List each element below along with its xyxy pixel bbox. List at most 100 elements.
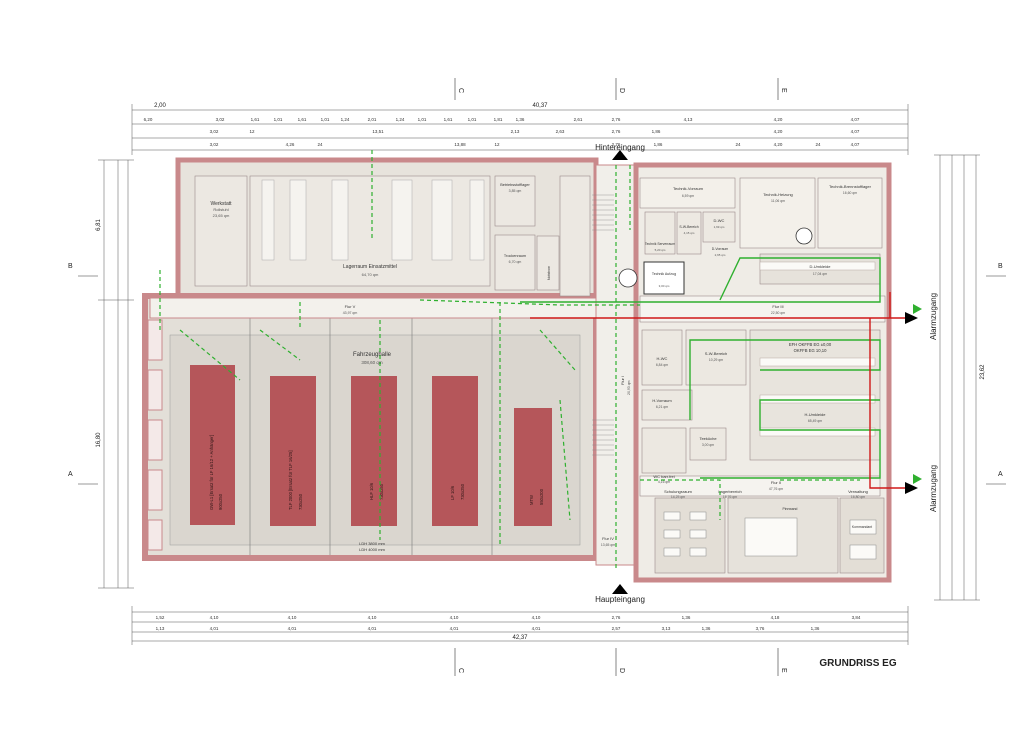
technik-vorraum-name: Technik-Vorraum bbox=[673, 186, 704, 191]
dim-top-r1-5: 1,61 bbox=[298, 117, 307, 122]
escape-route-hall-diag bbox=[179, 329, 576, 521]
desk-2 bbox=[663, 529, 681, 539]
tank-circle bbox=[795, 227, 813, 245]
alarmzugang-lower: Alarmzugang bbox=[929, 465, 938, 512]
verwaltung-name: Verwaltung bbox=[848, 489, 868, 494]
main-entrance-arrow bbox=[612, 584, 628, 594]
aufzug-room bbox=[643, 261, 685, 295]
betriebsstoff-area: 3,85 qm bbox=[509, 189, 522, 193]
flur-v-name: Flur V bbox=[345, 304, 356, 309]
shelf-1 bbox=[261, 179, 275, 261]
umkleide-lockers bbox=[759, 261, 876, 437]
dim-bottom-total: 42,37 bbox=[512, 635, 528, 641]
section-mark-top-c: C bbox=[457, 88, 464, 93]
dim-left-upper: 6,81 bbox=[96, 219, 102, 231]
technik-brennstoff-room bbox=[817, 177, 883, 249]
alarm-route-lower bbox=[869, 318, 905, 489]
flur-ii-room bbox=[639, 475, 881, 497]
dim-top-r3-6: 1,86 bbox=[654, 142, 663, 147]
dim-top-r1-8: 2,01 bbox=[368, 117, 377, 122]
dim-top-r1-15: 2,61 bbox=[574, 117, 583, 122]
sw-bereich-h-area: 10,29 qm bbox=[709, 358, 723, 362]
desk-admin-1 bbox=[849, 519, 877, 535]
dim-top-r1-7: 1,24 bbox=[341, 117, 350, 122]
betriebsstoff-name: Betriebsstofflager bbox=[500, 183, 530, 187]
h-umkleide-area: 65,49 qm bbox=[808, 419, 822, 423]
shelf-4 bbox=[391, 179, 413, 261]
desk-5 bbox=[689, 529, 707, 539]
dim-bot-r1-8: 4,18 bbox=[771, 615, 780, 620]
dim-top-r2-8: 4,07 bbox=[851, 129, 860, 134]
technik-aufzug-area: 3,00 qm bbox=[659, 284, 670, 288]
dim-top-r1-0: 6,20 bbox=[144, 117, 153, 122]
escape-route-werkstatt bbox=[371, 150, 640, 306]
hall-window-1 bbox=[147, 319, 163, 361]
dim-bot-r1-9: 3,84 bbox=[852, 615, 861, 620]
dim-top-r1-12: 1,01 bbox=[468, 117, 477, 122]
conference-table bbox=[744, 517, 798, 557]
dim-bot-r1-1: 4,10 bbox=[210, 615, 219, 620]
desk-4 bbox=[689, 511, 707, 521]
d-umkleide-name: D-Umkleide bbox=[810, 264, 832, 269]
trocken-name: Trockenraum bbox=[504, 254, 526, 258]
flur-ii-name: Flur II bbox=[771, 480, 781, 485]
technik-vorraum-area: 6,59 qm bbox=[682, 194, 694, 198]
eph-area: OKFFB EG 10,10 bbox=[794, 348, 827, 353]
escape-routes bbox=[159, 150, 860, 570]
locker-row-3 bbox=[759, 427, 876, 437]
betriebsstoff-room bbox=[494, 175, 536, 227]
vehicle-gw-l1 bbox=[190, 365, 235, 525]
section-mark-right-a: A bbox=[998, 471, 1003, 478]
dim-top-r3-2: 24 bbox=[317, 142, 323, 147]
lager-area: 64,70 qm bbox=[362, 272, 379, 277]
section-lines-right bbox=[986, 275, 1006, 485]
section-mark-left-b: B bbox=[68, 263, 73, 270]
dim-bot-r2-3: 4,01 bbox=[368, 626, 377, 631]
technik-heizung-area: 11,06 qm bbox=[771, 199, 785, 203]
flur-i-name: Flur I bbox=[620, 376, 625, 385]
hall-columns bbox=[249, 302, 493, 555]
dim-bottom-row2: 1,13 4,01 4,01 4,01 4,01 4,01 2,57 3,13 … bbox=[156, 626, 820, 631]
werkstatt-use: Rollstuhl bbox=[213, 207, 228, 212]
technik-server-name: Technik Serverraum bbox=[645, 242, 675, 246]
h-wc-area: 6,84 qm bbox=[656, 363, 668, 367]
alarm-routes bbox=[530, 292, 905, 489]
sw-bereich-d-area: 4,15 qm bbox=[684, 231, 695, 235]
main-entrance-label: Haupteingang bbox=[595, 595, 645, 604]
dim-top-r3-1: 4,26 bbox=[286, 142, 295, 147]
dim-top-r2-4: 2,63 bbox=[556, 129, 565, 134]
vehicle-lf bbox=[432, 376, 478, 526]
werkstatt-name: Werkstatt bbox=[210, 201, 232, 207]
dim-top-r3-9: 24 bbox=[815, 142, 821, 147]
shelf-6 bbox=[469, 179, 485, 261]
h-wc-name: H-WC bbox=[657, 356, 668, 361]
h-wc-room bbox=[641, 329, 683, 386]
teekueche-name: Teeküche bbox=[699, 436, 717, 441]
dimension-lines-top bbox=[131, 104, 909, 155]
section-mark-left-a: A bbox=[68, 471, 73, 478]
locker-row-2 bbox=[759, 394, 876, 404]
hall-window-strip bbox=[147, 319, 163, 551]
desk-1 bbox=[663, 511, 681, 521]
d-wc-name: D-WC bbox=[714, 218, 725, 223]
dim-bot-r2-7: 3,13 bbox=[662, 626, 671, 631]
fahrzeughalle-name: Fahrzeughalle bbox=[353, 352, 392, 358]
dimension-lines-left bbox=[98, 159, 134, 589]
escape-routes-solid bbox=[520, 257, 881, 479]
dim-top-row3: 3,02 4,26 24 13,88 12 2,76 1,86 24 4,20 … bbox=[210, 142, 860, 147]
lagerbereich-area: 16,76 qm bbox=[723, 495, 737, 499]
dim-bot-r1-6: 2,76 bbox=[612, 615, 621, 620]
dim-top-r2-0: 3,02 bbox=[210, 129, 219, 134]
desk-3 bbox=[663, 547, 681, 557]
shelf-3 bbox=[331, 179, 349, 261]
dim-top-r1-10: 1,01 bbox=[418, 117, 427, 122]
teekueche-room bbox=[689, 427, 727, 461]
rear-entrance-label: Hintereingang bbox=[595, 143, 645, 152]
section-lines-top bbox=[454, 78, 779, 100]
dim-bot-r1-7: 1,36 bbox=[682, 615, 691, 620]
sw-bereich-h-room bbox=[685, 329, 747, 386]
eph-name: EFH OKFFB EG ±0,00 bbox=[789, 342, 832, 347]
east-wing-rooms bbox=[639, 177, 886, 574]
werkstatt-room bbox=[194, 175, 248, 287]
